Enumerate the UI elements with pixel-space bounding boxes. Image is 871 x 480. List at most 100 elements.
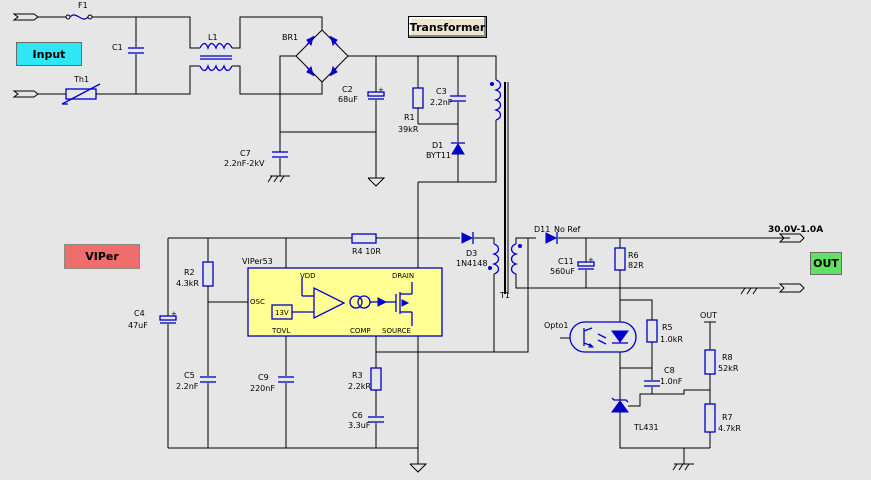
- capacitor-c8: [644, 380, 660, 387]
- label-r6-value: 82R: [628, 261, 644, 270]
- label-c7: C7: [240, 149, 251, 158]
- label-d1-value: BYT11: [426, 151, 451, 160]
- chassis-ground-out: [740, 287, 762, 295]
- label-c8: C8: [664, 366, 675, 375]
- label-drain: DRAIN: [392, 272, 414, 280]
- label-d1: D1: [432, 141, 443, 150]
- resistor-r1: [412, 87, 424, 109]
- label-c11-value: 560uF: [550, 267, 575, 276]
- label-r2-value: 4.3kR: [176, 279, 199, 288]
- chassis-ground-c7: [267, 175, 290, 183]
- shunt-regulator-tl431: [611, 397, 629, 413]
- capacitor-c1: [128, 47, 144, 54]
- capacitor-c7: [272, 151, 288, 158]
- label-tovl: TOVL: [271, 327, 290, 335]
- label-r8-value: 52kR: [718, 364, 739, 373]
- label-tl431: TL431: [633, 423, 659, 432]
- transformer-core: [504, 82, 509, 294]
- bridge-rectifier-br1: [295, 29, 349, 83]
- resistor-r4: [351, 233, 377, 244]
- input-button[interactable]: Input: [16, 42, 82, 66]
- label-r8: R8: [722, 353, 733, 362]
- label-r7: R7: [722, 413, 733, 422]
- transformer-button[interactable]: Transformer: [408, 16, 487, 38]
- label-d11: D11: [534, 225, 550, 234]
- transformer-primary-winding: [490, 79, 502, 121]
- capacitor-c6: [368, 416, 384, 423]
- thermistor-th1: [61, 83, 101, 105]
- label-c8-value: 1.0nF: [660, 377, 683, 386]
- label-comp: COMP: [350, 327, 371, 335]
- viper-button[interactable]: VIPer: [64, 244, 140, 269]
- label-source: SOURCE: [382, 327, 411, 335]
- resistor-r8: [704, 349, 716, 375]
- label-c6-value: 3.3uF: [348, 421, 371, 430]
- resistor-r6: [614, 247, 626, 271]
- label-th1: Th1: [73, 75, 89, 84]
- label-d3-value: 1N4148: [456, 259, 487, 268]
- diode-d1: [451, 142, 465, 155]
- label-opto: Opto1: [544, 321, 569, 330]
- input-terminal-bottom: [12, 90, 39, 98]
- svg-text:+: +: [378, 86, 384, 94]
- label-r5: R5: [662, 323, 673, 332]
- viper53-ic: [247, 267, 443, 337]
- label-c6: C6: [352, 411, 363, 420]
- label-c5: C5: [184, 371, 195, 380]
- output-arrow-negative: [778, 283, 805, 293]
- fuse-f1: [65, 14, 93, 20]
- label-f1: F1: [78, 1, 88, 10]
- capacitor-c3: [450, 95, 466, 102]
- label-c9-value: 220nF: [250, 384, 275, 393]
- label-c2-value: 68uF: [338, 95, 358, 104]
- label-r7-value: 4.7kR: [718, 424, 741, 433]
- resistor-r5: [646, 319, 658, 343]
- label-d11-value: No Ref: [554, 225, 581, 234]
- ground-symbol: [367, 177, 386, 187]
- svg-text:+: +: [171, 310, 177, 318]
- label-r1-value: 39kR: [398, 125, 419, 134]
- transformer-aux-winding: [488, 243, 500, 275]
- label-l1: L1: [208, 33, 218, 42]
- label-vout: 30.0V-1.0A: [768, 225, 823, 235]
- out-button[interactable]: OUT: [810, 252, 842, 275]
- resistor-r7: [704, 403, 716, 433]
- svg-text:+: +: [588, 256, 594, 264]
- label-c7-value: 2.2nF-2kV: [224, 159, 265, 168]
- label-c2: C2: [342, 85, 353, 94]
- label-c4-value: 47uF: [128, 321, 148, 330]
- resistor-r3: [370, 367, 382, 391]
- label-c9: C9: [258, 373, 269, 382]
- optocoupler-opto1: [569, 321, 637, 353]
- label-c5-value: 2.2nF: [176, 382, 199, 391]
- label-r3: R3: [352, 371, 363, 380]
- label-osc: OSC: [250, 298, 265, 306]
- diode-d3: [461, 232, 474, 244]
- chassis-ground-tl431: [672, 448, 694, 471]
- label-d3: D3: [466, 249, 477, 258]
- transformer-secondary-winding: [510, 243, 522, 275]
- label-r5-value: 1.0kR: [660, 335, 683, 344]
- label-r6: R6: [628, 251, 639, 260]
- capacitor-c2: +: [367, 86, 385, 100]
- capacitor-c11: +: [577, 256, 595, 270]
- label-c4: C4: [134, 309, 145, 318]
- label-c3: C3: [436, 87, 447, 96]
- inductor-l1: [199, 42, 233, 72]
- label-13v: 13V: [275, 309, 289, 317]
- label-t1: T1: [499, 291, 510, 300]
- label-c11: C11: [558, 257, 574, 266]
- resistor-r2: [202, 261, 214, 287]
- label-ic-name: VIPer53: [242, 257, 273, 266]
- label-out-node: OUT: [700, 311, 717, 320]
- label-r4: R4 10R: [352, 247, 381, 256]
- input-terminal-top: [12, 13, 39, 21]
- label-r2: R2: [184, 268, 195, 277]
- capacitor-c9: [278, 376, 294, 383]
- label-r3-value: 2.2kR: [348, 382, 371, 391]
- diode-d11: [545, 232, 558, 244]
- label-c1: C1: [112, 43, 123, 52]
- label-vdd: VDD: [300, 272, 316, 280]
- label-br1: BR1: [282, 33, 298, 42]
